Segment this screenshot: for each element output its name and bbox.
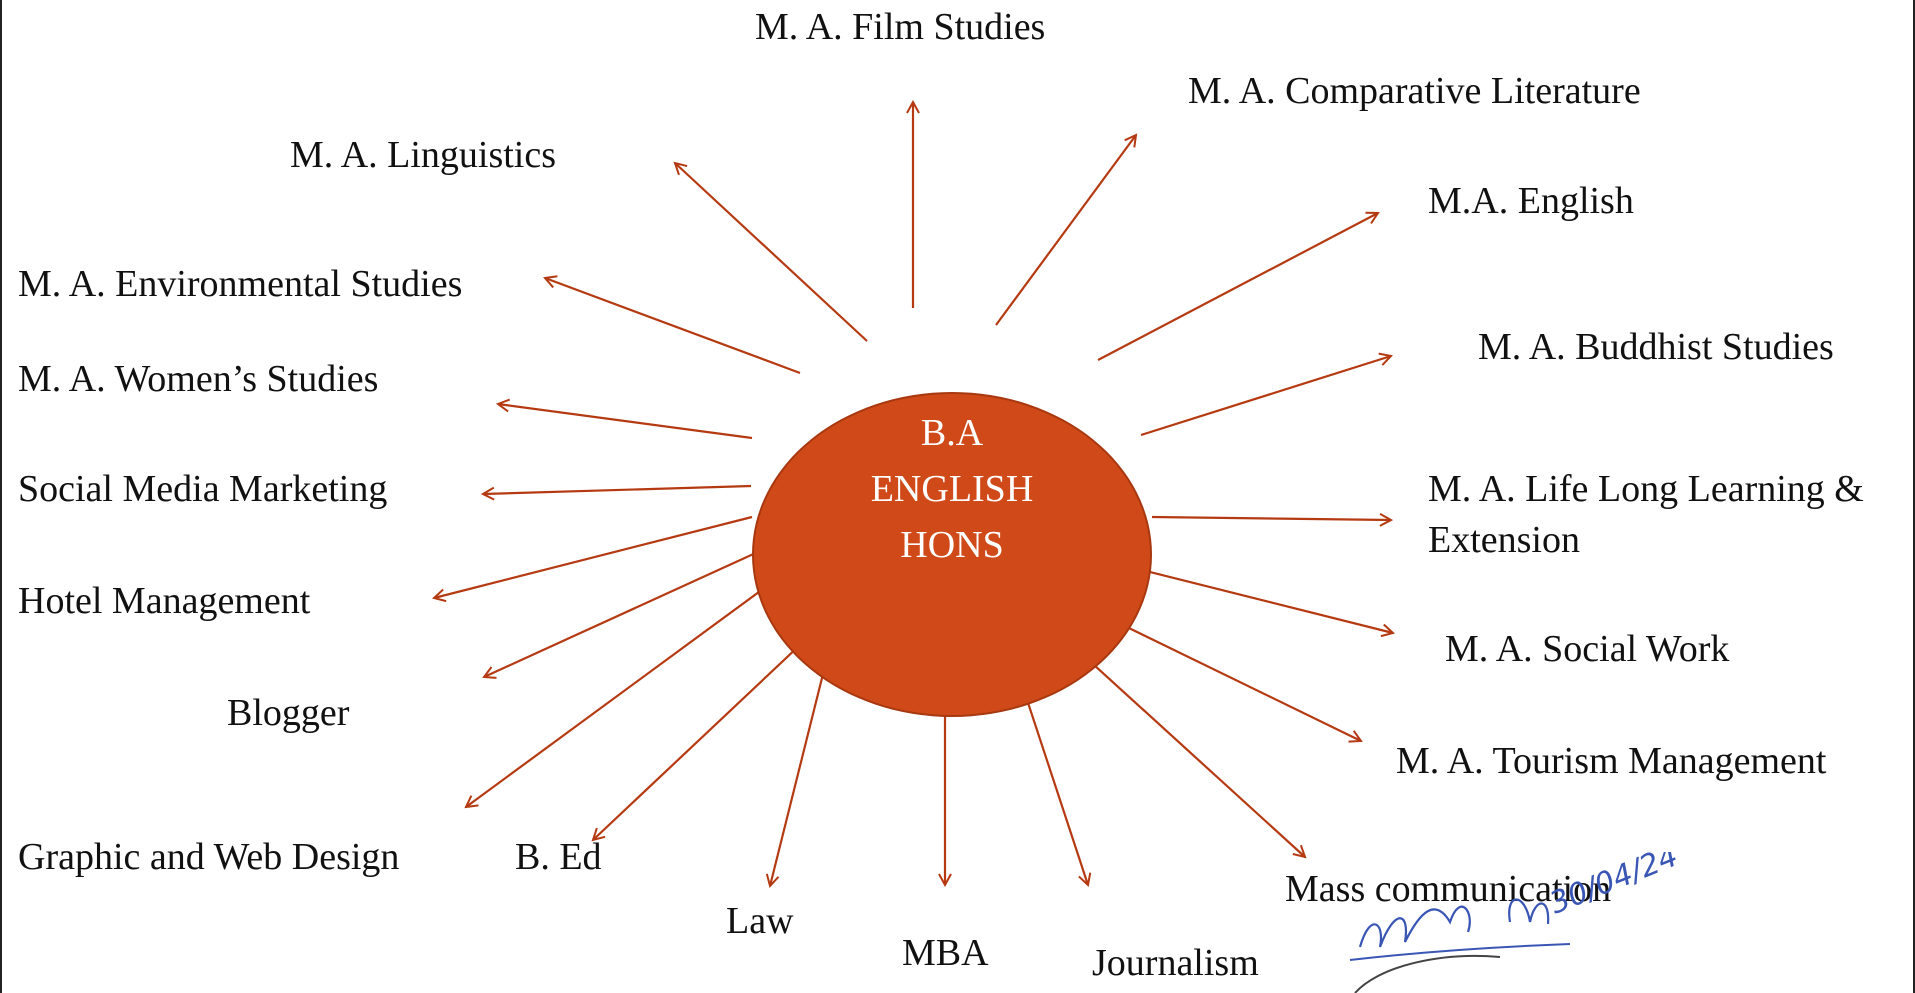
label-comparative-literature: M. A. Comparative Literature xyxy=(1188,70,1641,112)
label-journalism: Journalism xyxy=(1092,942,1259,984)
label-film-studies: M. A. Film Studies xyxy=(755,6,1046,48)
label-ma-english: M.A. English xyxy=(1428,180,1634,222)
label-social-work: M. A. Social Work xyxy=(1445,628,1730,670)
label-buddhist-studies: M. A. Buddhist Studies xyxy=(1478,326,1834,368)
label-tourism-management: M. A. Tourism Management xyxy=(1396,740,1827,782)
initials-scribble xyxy=(1508,898,1550,925)
center-node xyxy=(752,392,1152,717)
label-mba: MBA xyxy=(902,932,989,974)
center-line-3: HONS xyxy=(900,524,1004,567)
label-womens-studies: M. A. Women’s Studies xyxy=(18,358,379,400)
label-social-media-marketing: Social Media Marketing xyxy=(18,468,388,510)
arrow-to-social-work xyxy=(1129,565,1393,633)
arrow-to-social-media xyxy=(483,484,752,494)
arrow-to-graphic xyxy=(466,563,798,807)
label-bed: B. Ed xyxy=(515,836,602,878)
label-law: Law xyxy=(726,900,794,942)
arrow-to-environmental xyxy=(545,278,801,375)
arrow-to-english xyxy=(1097,213,1378,361)
label-mass-communication: Mass communication xyxy=(1285,868,1612,910)
label-life-long-learning: M. A. Life Long Learning & Extension xyxy=(1428,468,1864,562)
arrow-to-lifelong xyxy=(1151,517,1391,520)
arrow-to-comparative xyxy=(995,135,1136,326)
arrows-group xyxy=(434,102,1393,886)
signature-underline xyxy=(1349,943,1571,961)
stamp-arc xyxy=(1354,954,1501,993)
signature-stamp: 30/04/24 xyxy=(1349,852,1683,993)
label-linguistics: M. A. Linguistics xyxy=(290,134,557,176)
label-blogger: Blogger xyxy=(227,692,350,734)
label-hotel-management: Hotel Management xyxy=(18,580,311,622)
arrow-to-womens xyxy=(498,404,753,440)
signature-scribble xyxy=(1358,905,1471,948)
label-environmental-studies: M. A. Environmental Studies xyxy=(18,263,463,305)
center-node-label: B.A ENGLISH HONS xyxy=(752,405,1152,574)
arrow-to-hotel xyxy=(434,515,753,598)
arrow-to-blogger xyxy=(484,549,761,677)
label-graphic-web-design: Graphic and Web Design xyxy=(18,836,400,878)
arrow-to-mass-comm xyxy=(1059,633,1305,857)
center-line-1: B.A xyxy=(920,412,984,454)
signature-date: 30/04/24 xyxy=(1545,852,1683,921)
arrow-to-buddhist xyxy=(1140,356,1391,437)
center-line-2: ENGLISH xyxy=(870,468,1034,511)
arrow-to-tourism xyxy=(1095,611,1361,741)
arrow-to-linguistics xyxy=(675,163,868,342)
